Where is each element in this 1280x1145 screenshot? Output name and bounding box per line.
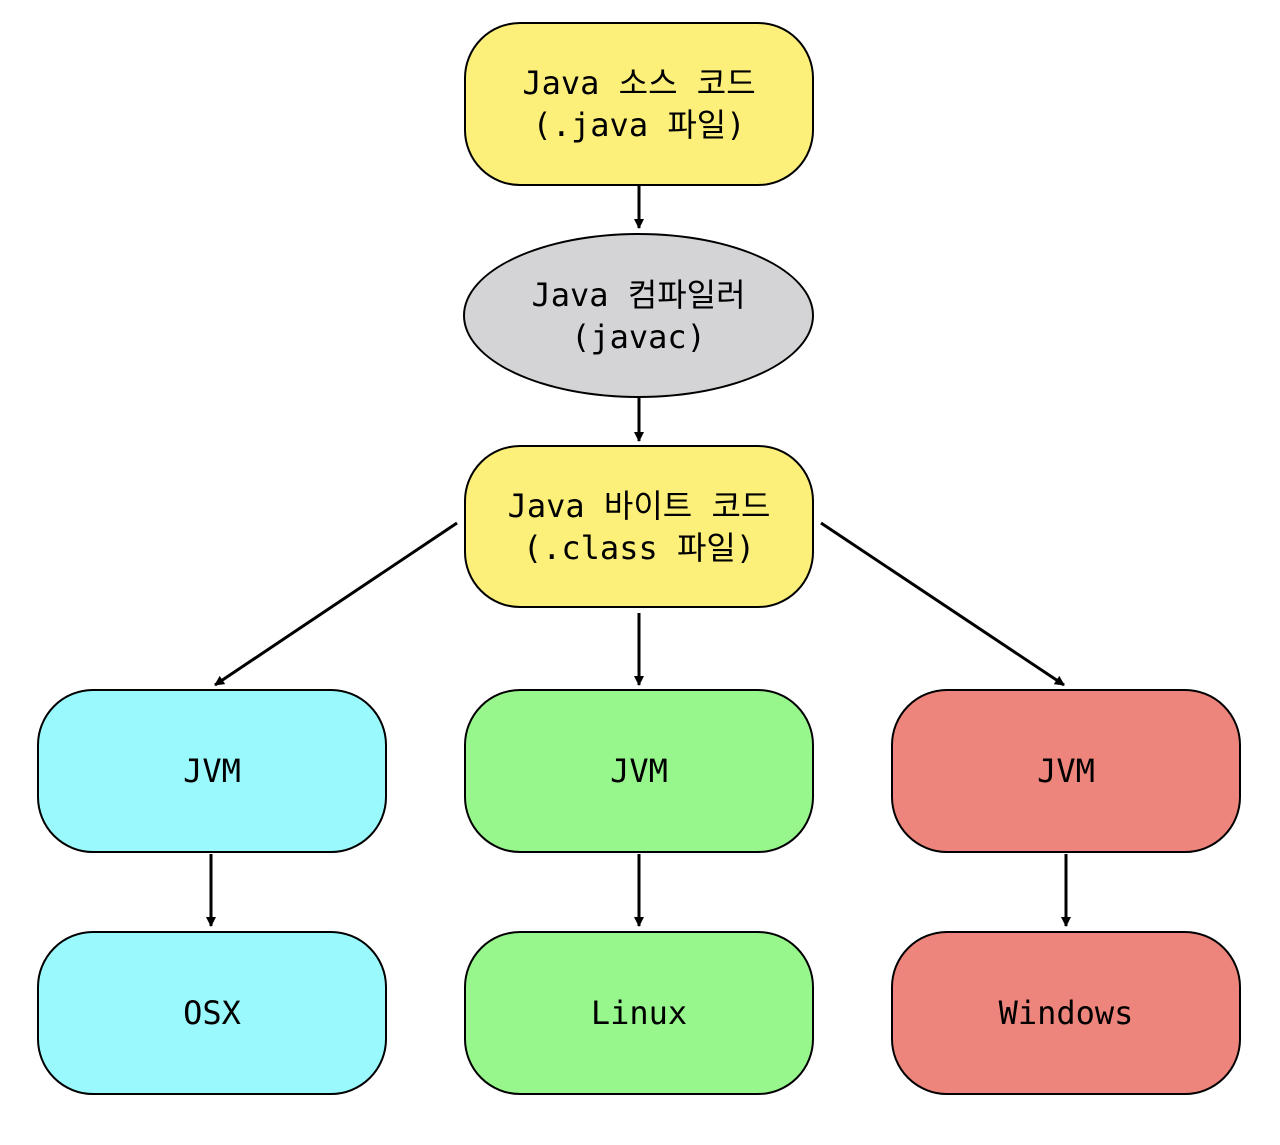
arrow-bytecode-to-jvm-windows bbox=[820, 521, 1065, 687]
bytecode-title: Java 바이트 코드 bbox=[507, 486, 771, 525]
jvm-osx-label: JVM bbox=[183, 752, 241, 790]
arrow-bytecode-to-jvm-osx bbox=[214, 521, 458, 687]
node-os-windows: Windows bbox=[891, 931, 1241, 1095]
os-linux-label: Linux bbox=[590, 994, 688, 1032]
source-code-subtitle: (.java 파일) bbox=[532, 106, 746, 144]
bytecode-subtitle: (.class 파일) bbox=[522, 528, 756, 567]
node-jvm-osx: JVM bbox=[37, 689, 387, 853]
node-jvm-windows: JVM bbox=[891, 689, 1241, 853]
compiler-subtitle: (javac) bbox=[571, 317, 706, 356]
os-windows-label: Windows bbox=[998, 994, 1134, 1032]
node-os-osx: OSX bbox=[37, 931, 387, 1095]
jvm-windows-label: JVM bbox=[1037, 752, 1095, 790]
node-os-linux: Linux bbox=[464, 931, 814, 1095]
os-osx-label: OSX bbox=[183, 994, 241, 1032]
node-java-compiler: Java 컴파일러 (javac) bbox=[463, 233, 814, 398]
compiler-title: Java 컴파일러 bbox=[531, 275, 746, 314]
jvm-linux-label: JVM bbox=[610, 752, 668, 790]
source-code-title: Java 소스 코드 bbox=[522, 64, 756, 102]
node-java-source-code: Java 소스 코드 (.java 파일) bbox=[464, 22, 814, 186]
node-java-bytecode: Java 바이트 코드 (.class 파일) bbox=[464, 445, 814, 608]
node-jvm-linux: JVM bbox=[464, 689, 814, 853]
